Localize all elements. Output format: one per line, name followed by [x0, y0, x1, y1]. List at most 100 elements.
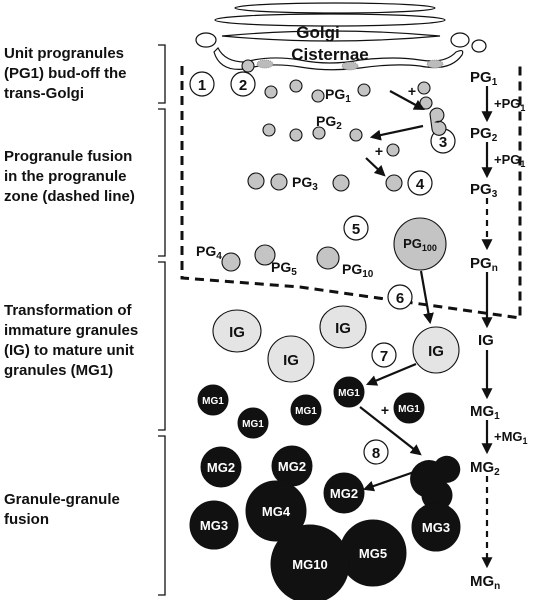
immature-granule	[319, 305, 367, 349]
progranule	[221, 252, 241, 272]
mature-granule-mg1	[290, 394, 322, 426]
arrow-mg1-fusion	[359, 406, 422, 456]
bracket-granule-fusion	[158, 435, 166, 596]
arrow-to-mg2	[362, 469, 418, 492]
progranule	[254, 244, 276, 266]
label-pg4: PG4	[196, 243, 222, 262]
arrow-ig-to-mg1	[365, 362, 417, 386]
svg-text:MG2: MG2	[278, 459, 306, 474]
bracket-budding	[158, 44, 166, 104]
golgi-vesicle	[471, 39, 487, 53]
immature-granules	[212, 305, 460, 383]
label-pg2: PG2	[316, 113, 342, 132]
progranule	[241, 59, 255, 73]
mature-granule-mg2	[200, 446, 242, 488]
svg-text:IG: IG	[229, 324, 245, 341]
stage-label-budding: Unit progranules (PG1) bud-off the trans…	[4, 45, 127, 102]
pathway-mg1: MG1	[470, 403, 500, 422]
golgi-bud-dots	[426, 59, 444, 69]
svg-text:MG4: MG4	[262, 504, 291, 519]
mature-granule-mg1	[333, 376, 365, 408]
bracket-progranule-fusion	[158, 108, 166, 257]
plus-sign: +	[408, 83, 416, 99]
stage-label-granule-fusion: Granule-granule fusion	[4, 491, 120, 528]
progranule	[316, 246, 340, 270]
svg-text:+: +	[381, 402, 389, 418]
plus-sign: +	[375, 143, 383, 159]
progranule	[385, 174, 403, 192]
golgi-vesicle	[195, 32, 217, 48]
svg-text:IG: IG	[283, 352, 299, 369]
golgi-subtitle: Cisternae	[291, 45, 368, 64]
maturation-pathway: PG1 +PG1 PG2 +PG1 PG3 PGn IG MG1 +MG1 MG…	[470, 69, 528, 592]
golgi-vesicle	[450, 32, 470, 48]
golgi-bud-dots	[341, 61, 359, 71]
svg-text:MG10: MG10	[292, 557, 327, 572]
golgi-cisterna-top	[234, 2, 436, 14]
svg-text:4: 4	[416, 176, 425, 193]
progranules	[221, 59, 447, 272]
progranule	[332, 174, 350, 192]
svg-text:MG5: MG5	[359, 546, 387, 561]
step-8-marker: 8	[363, 439, 389, 465]
svg-text:1: 1	[198, 77, 206, 94]
svg-text:MG1: MG1	[202, 396, 224, 407]
mature-granule-mg2	[323, 472, 365, 514]
svg-text:IG: IG	[335, 320, 351, 337]
svg-text:7: 7	[380, 348, 388, 365]
golgi-trans-cisterna	[213, 46, 464, 71]
svg-text:3: 3	[439, 134, 447, 151]
mature-granule-mg1	[237, 407, 269, 439]
pathway-ig: IG	[478, 332, 494, 349]
progranule	[262, 123, 276, 137]
immature-granule-labels: IG IG IG IG	[229, 320, 444, 369]
immature-granule	[267, 335, 315, 383]
svg-text:8: 8	[372, 445, 380, 462]
progranule	[357, 83, 371, 97]
svg-text:5: 5	[352, 221, 360, 238]
arrow-to-pg3	[365, 157, 386, 177]
mature-granules	[189, 376, 461, 600]
progranule-labels: PG1 + PG2 + PG3 PG4 PG5 PG10 PG100	[196, 83, 437, 280]
arrow-to-pg2	[369, 124, 424, 141]
svg-text:2: 2	[239, 77, 247, 94]
pathway-pgn: PGn	[470, 255, 498, 274]
svg-text:MG3: MG3	[200, 518, 228, 533]
immature-granule	[412, 326, 460, 374]
step-4-marker: 4	[407, 170, 433, 196]
pathway-mgn: MGn	[470, 573, 500, 592]
pathway-pg1: PG1	[470, 69, 498, 88]
progranule	[349, 128, 363, 142]
pathway-pg3: PG3	[470, 181, 498, 200]
mature-granule-mg10	[270, 524, 350, 600]
golgi-apparatus: Golgi Cisternae	[195, 2, 487, 71]
mature-granule-mg1	[197, 384, 229, 416]
step-1-marker: 1	[189, 71, 215, 97]
svg-text:MG1: MG1	[295, 406, 317, 417]
pathway-mg2: MG2	[470, 459, 500, 478]
step-6-marker: 6	[387, 284, 413, 310]
process-arrows	[359, 90, 434, 492]
svg-text:IG: IG	[428, 343, 444, 360]
fusing-progranule-pair	[429, 107, 447, 136]
svg-text:MG2: MG2	[207, 460, 235, 475]
step-5-marker: 5	[343, 215, 369, 241]
mature-granule-mg4	[245, 480, 307, 542]
mature-granule-mg3	[189, 500, 239, 550]
pathway-plus-pg1: +PG1	[494, 152, 525, 169]
progranule-zone-boundary	[180, 66, 522, 320]
golgi-cisterna-3	[221, 30, 441, 42]
progranule	[289, 79, 303, 93]
arrow-pg100-to-ig	[419, 270, 434, 325]
progranule	[289, 128, 303, 142]
progranule	[270, 173, 288, 191]
label-pg1: PG1	[325, 86, 351, 105]
progranule	[311, 89, 325, 103]
pathway-plus-pg1: +PG1	[494, 96, 525, 113]
pathway-pg2: PG2	[470, 125, 498, 144]
svg-text:MG1: MG1	[398, 404, 420, 415]
label-pg10: PG10	[342, 261, 374, 280]
label-pg5: PG5	[271, 259, 297, 278]
immature-granule	[212, 309, 262, 353]
